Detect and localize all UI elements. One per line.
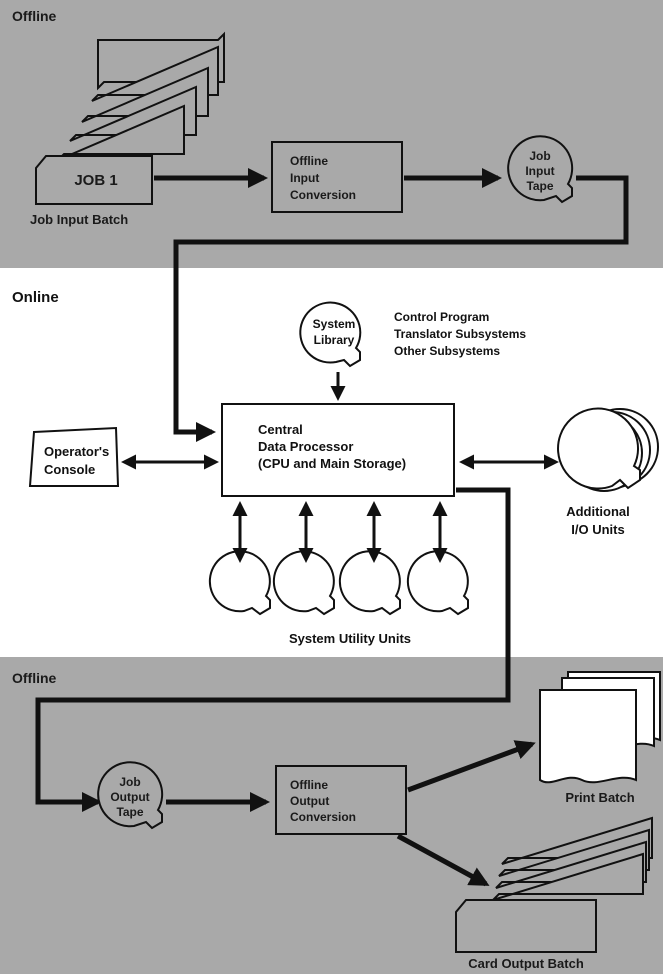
operators-console: Operator's Console xyxy=(28,426,120,487)
additional-io-units: Additional I/O Units xyxy=(557,407,659,537)
offline-output-conversion-line3: Conversion xyxy=(290,810,356,824)
offline-output-conversion-box: Offline Output Conversion xyxy=(275,765,407,835)
operators-console-line2: Console xyxy=(44,462,95,477)
online-label: Online xyxy=(12,289,59,306)
system-library-line2: Library xyxy=(314,333,355,347)
tape-reel-icon xyxy=(97,761,164,830)
job-input-tape: Job Input Tape xyxy=(507,135,574,204)
additional-io-line1: Additional xyxy=(566,504,630,519)
console-icon xyxy=(28,426,120,487)
offline-input-conversion-line1: Offline xyxy=(290,154,328,168)
arrow-processor-to-output-tape xyxy=(35,487,511,812)
library-contents-line3: Other Subsystems xyxy=(394,344,500,358)
arrow-conversion-to-cards xyxy=(396,833,490,887)
printout-icon xyxy=(539,671,661,784)
card-output-batch-caption: Card Output Batch xyxy=(468,956,584,971)
tape-reel-icon xyxy=(208,550,271,616)
offline-input-conversion-line2: Input xyxy=(290,171,319,185)
offline-output-conversion-line2: Output xyxy=(290,794,329,808)
offline-input-conversion-line3: Conversion xyxy=(290,188,356,202)
arrow-input-tape-to-processor xyxy=(173,175,629,442)
library-contents: Control Program Translator Subsystems Ot… xyxy=(394,310,526,358)
tape-reel-icon xyxy=(338,550,401,616)
job-input-batch-caption: Job Input Batch xyxy=(30,212,128,227)
job-input-tape-line3: Tape xyxy=(526,179,553,193)
central-processor-line2: Data Processor xyxy=(258,439,353,454)
job-input-batch: JOB 1 Job Input Batch xyxy=(30,31,225,227)
central-processor-box: Central Data Processor (CPU and Main Sto… xyxy=(221,403,455,497)
job-input-tape-line1: Job xyxy=(529,149,550,163)
card-stack-icon xyxy=(35,31,225,205)
tape-reel-icon xyxy=(507,135,574,204)
job-output-tape-line1: Job xyxy=(119,775,140,789)
job-input-card-text: JOB 1 xyxy=(74,172,117,189)
card-stack-icon xyxy=(455,816,653,953)
offline-input-conversion-box: Offline Input Conversion xyxy=(271,141,403,213)
job-output-tape: Job Output Tape xyxy=(97,761,164,830)
tape-reel-icon xyxy=(299,301,362,368)
system-library: System Library xyxy=(299,301,362,368)
job-input-tape-line2: Input xyxy=(525,164,554,178)
offline-bottom-label: Offline xyxy=(12,670,57,686)
system-utility-units-caption: System Utility Units xyxy=(289,631,411,646)
library-contents-line2: Translator Subsystems xyxy=(394,327,526,341)
tape-reel-icon xyxy=(406,550,469,616)
offline-output-conversion-line1: Offline xyxy=(290,778,328,792)
system-library-line1: System xyxy=(313,317,356,331)
tape-reel-icon xyxy=(557,407,641,490)
arrow-conversion-to-print xyxy=(407,740,536,793)
central-processor-line3: (CPU and Main Storage) xyxy=(258,456,406,471)
system-utility-units: System Utility Units xyxy=(208,550,469,646)
offline-top-label: Offline xyxy=(12,8,57,24)
tape-reel-icon xyxy=(272,550,335,616)
job-output-tape-line3: Tape xyxy=(116,805,143,819)
job-output-tape-line2: Output xyxy=(110,790,149,804)
card-output-batch: Card Output Batch xyxy=(455,816,653,971)
print-batch-caption: Print Batch xyxy=(565,790,634,805)
print-batch: Print Batch xyxy=(539,671,661,805)
library-contents-line1: Control Program xyxy=(394,310,489,324)
central-processor-line1: Central xyxy=(258,422,303,437)
operators-console-line1: Operator's xyxy=(44,444,109,459)
additional-io-line2: I/O Units xyxy=(571,522,624,537)
